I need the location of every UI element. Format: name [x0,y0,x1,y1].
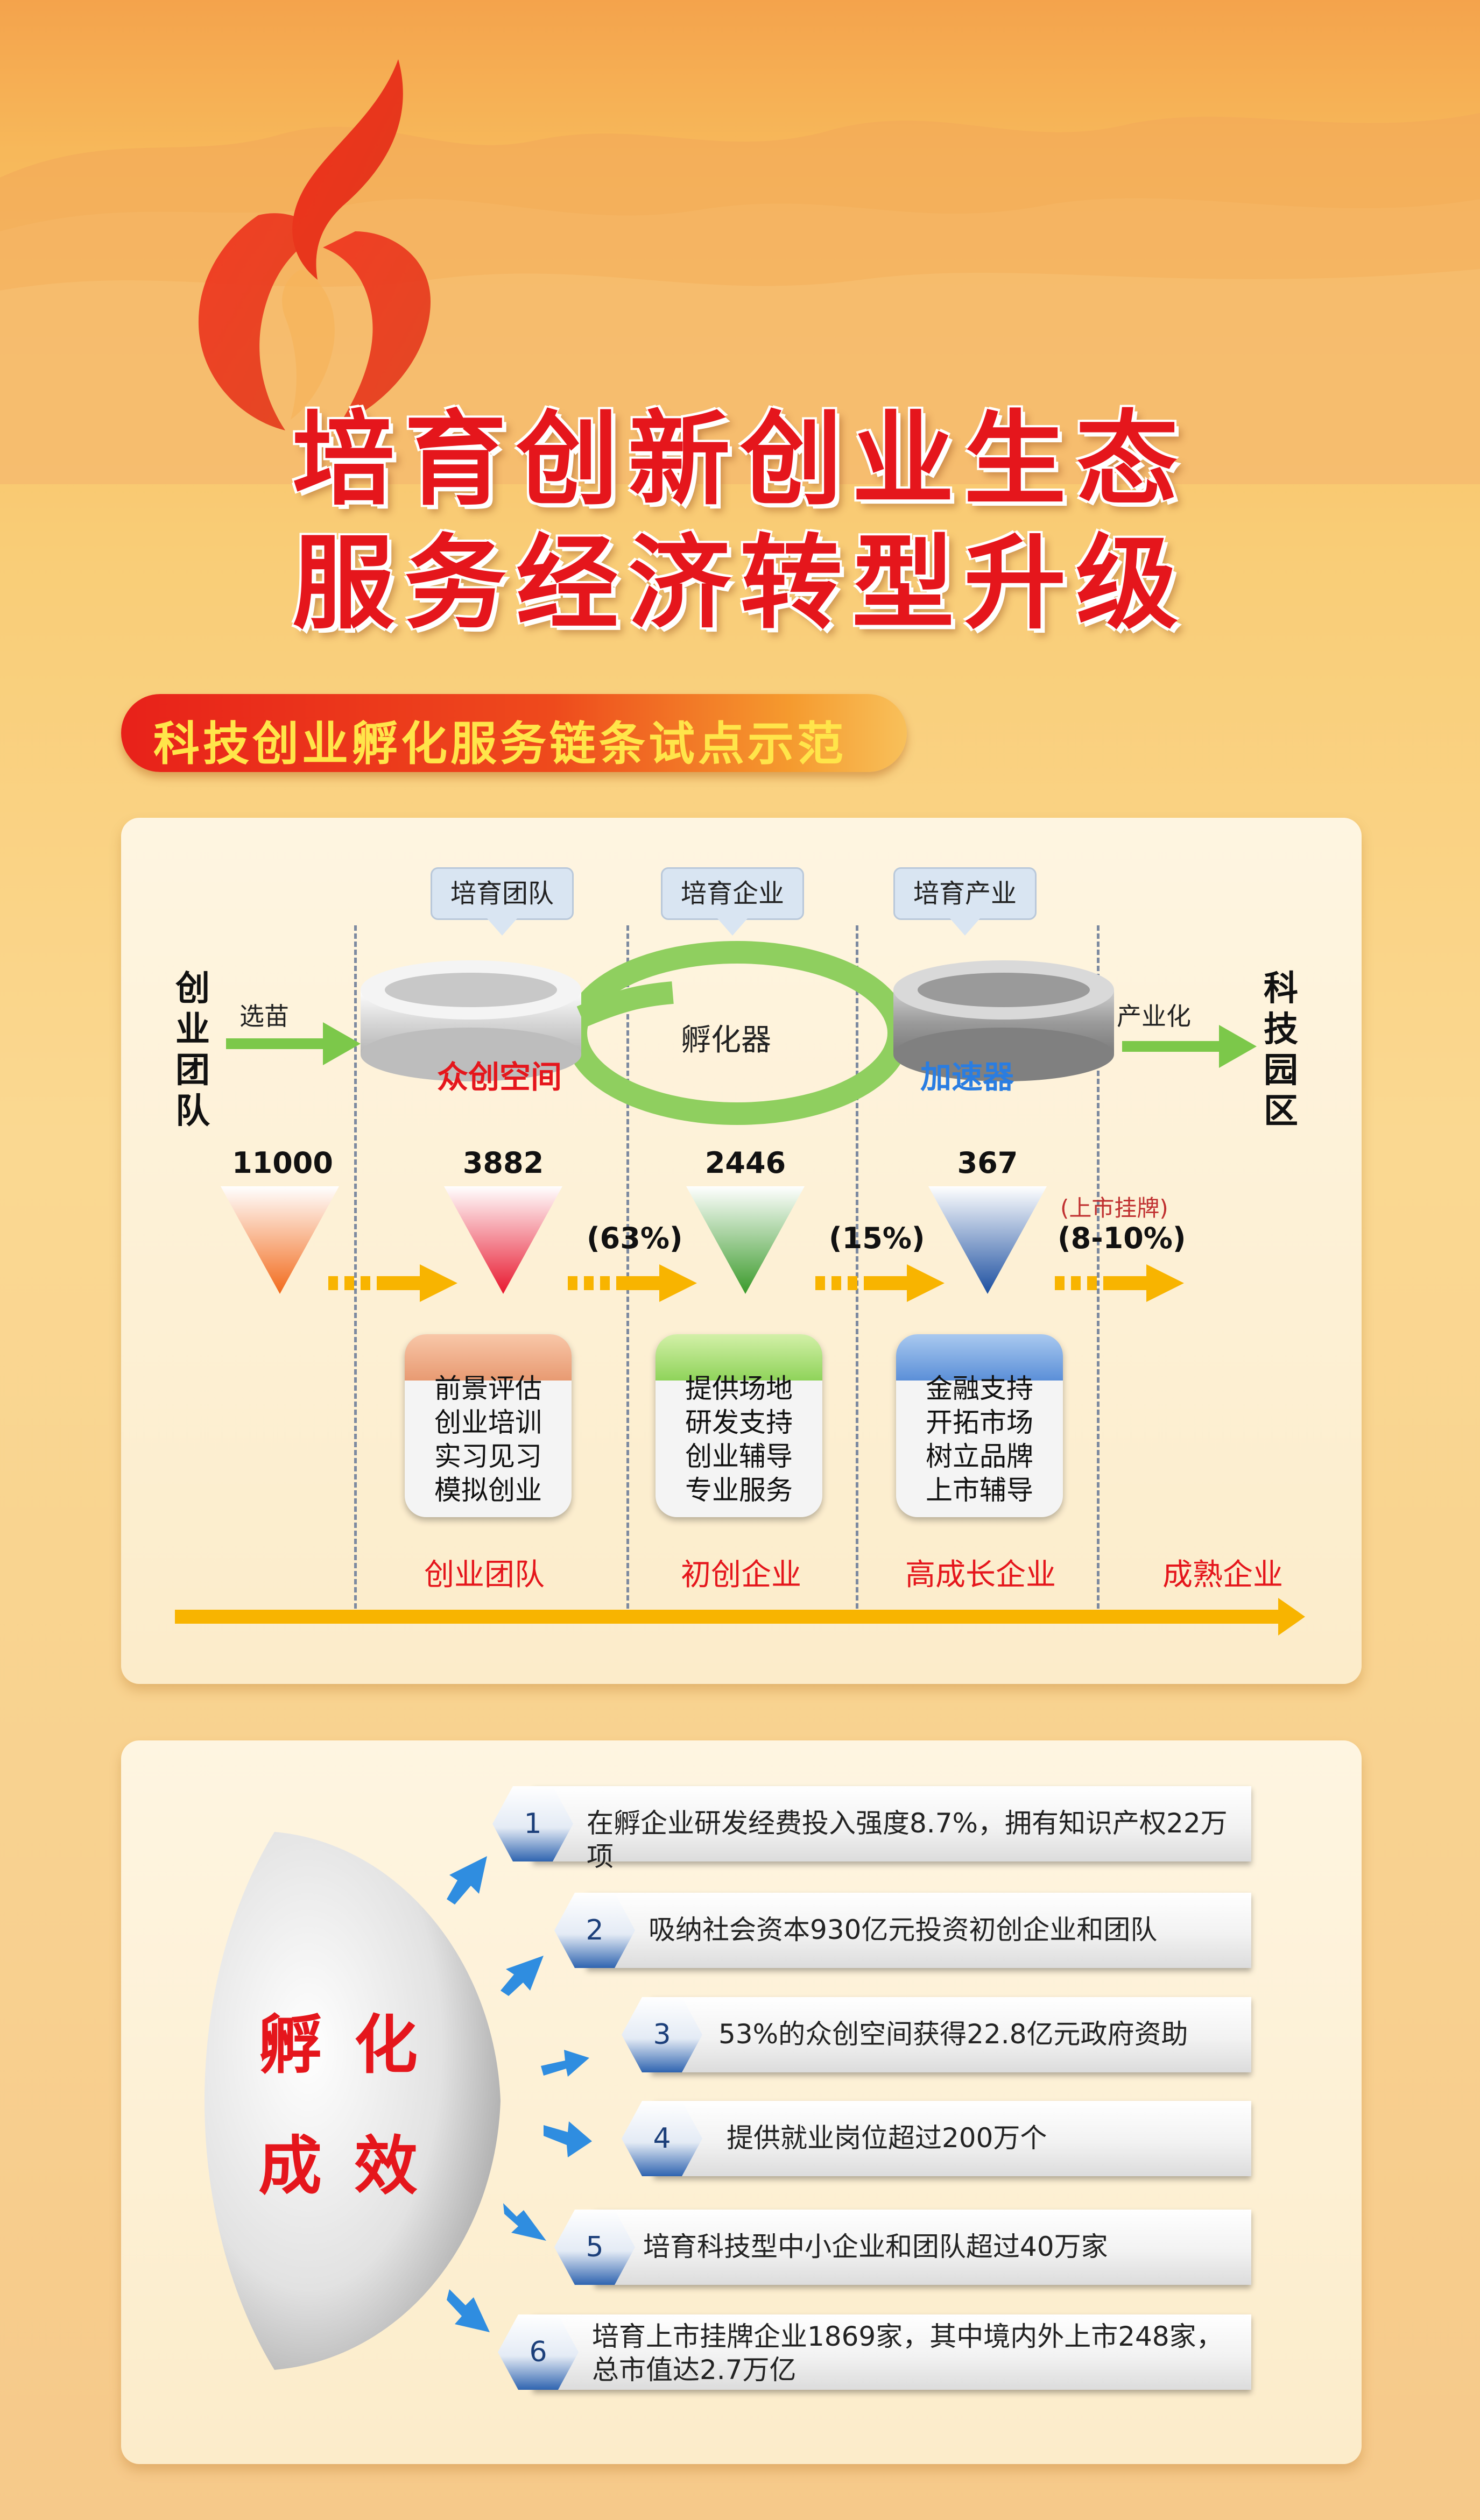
ring-label-incubator: 孵化器 [681,1023,771,1058]
number-badge-3-label: 3 [653,2019,671,2051]
tag-cultivate-enterprise: 培育企业 [661,867,804,936]
divider-1 [354,925,357,1609]
result-item-1: 在孵企业研发经费投入强度8.7%，拥有知识产权22万项 [533,1786,1251,1872]
main-title-line-2: 服务经济转型升级 [292,524,1188,643]
arrow-icon [447,2289,490,2332]
results-shield [205,1832,501,2370]
tag-cultivate-industry: 培育产业 [893,867,1037,936]
count-space: 3882 [462,1146,544,1180]
results-label-line1: 孵化 [258,2008,450,2082]
number-badge-4-label: 4 [653,2122,671,2155]
main-title-line-1: 培育创新创业生态 [292,400,1188,519]
service-card-incubator: 提供场地研发支持创业辅导专业服务 [656,1334,822,1517]
result-item-5: 培育科技型中小企业和团队超过40万家 [595,2210,1251,2285]
service-card-space: 前景评估创业培训实习见习模拟创业 [405,1334,572,1517]
funnel-icon [686,1186,805,1294]
rate-listing: (8-10%) [1058,1221,1186,1255]
divider-2 [626,925,629,1609]
listing-note: (上市挂牌) [1060,1195,1168,1221]
service-card-accelerator: 金融支持开拓市场树立品牌上市辅导 [896,1334,1063,1517]
funnel-icon [221,1186,339,1294]
timeline-arrow [175,1598,1305,1636]
flame-logo [198,59,431,430]
rate-space-to-incubator: (63%) [587,1221,683,1255]
select-label: 选苗 [239,1002,289,1031]
right-arrow-icon [1122,1025,1257,1068]
arrow-icon [503,2203,546,2241]
incubation-rings [361,941,1114,1125]
count-accelerator: 367 [957,1146,1018,1180]
section-ribbon-label: 科技创业孵化服务链条试点示范 [153,717,847,771]
number-badge-5-label: 5 [586,2231,604,2263]
arrow-icon [447,1856,487,1905]
result-item-3: 53%的众创空间获得22.8亿元政府资助 [651,1997,1251,2072]
arrow-icon [541,2050,589,2077]
result-item-6: 培育上市挂牌企业1869家，其中境内外上市248家， 总市值达2.7万亿 [533,2314,1251,2390]
tag-cultivate-team: 培育团队 [431,867,574,936]
right-entity-label: 科 技 园 区 [1264,969,1298,1131]
stage-mature: 成熟企业 [1162,1558,1283,1592]
number-badge-6-label: 6 [529,2336,547,2368]
number-badge-6 [498,2314,579,2390]
divider-4 [1097,925,1100,1609]
number-badge-2 [554,1893,635,1968]
number-badge-3 [622,1997,702,2072]
industrialize-label: 产业化 [1117,1002,1191,1031]
number-badge-5 [554,2210,635,2285]
count-incubator: 2446 [704,1146,786,1180]
arrow-icon [544,2121,592,2157]
section-ribbon: 科技创业孵化服务链条试点示范 [121,694,907,772]
funnel-icon [444,1186,562,1294]
number-badge-4 [622,2101,702,2176]
progress-arrow-icon [1055,1264,1184,1302]
progress-arrow-icon [328,1264,457,1302]
funnel-icon [928,1186,1047,1294]
left-entity-label: 创 业 团 队 [175,969,210,1131]
results-label-line2: 成效 [258,2129,450,2203]
progress-arrow-icon [815,1264,945,1302]
number-badge-1 [492,1786,573,1861]
rate-incubator-to-accelerator: (15%) [829,1221,925,1255]
stage-startup-team: 创业团队 [424,1558,545,1592]
result-item-4: 提供就业岗位超过200万个 [654,2101,1251,2176]
number-badge-2-label: 2 [586,1914,604,1946]
stage-high-growth: 高成长企业 [905,1558,1056,1592]
arrow-icon [501,1956,544,1996]
count-teams: 11000 [232,1146,333,1180]
ring-label-accelerator: 加速器 [920,1059,1014,1095]
progress-arrow-icon [568,1264,697,1302]
stage-early-enterprise: 初创企业 [681,1558,801,1592]
divider-3 [856,925,858,1609]
ring-label-space: 众创空间 [437,1059,562,1095]
right-arrow-icon [226,1022,361,1065]
number-badge-1-label: 1 [524,1808,542,1840]
result-item-2: 吸纳社会资本930亿元投资初创企业和团队 [587,1893,1251,1968]
